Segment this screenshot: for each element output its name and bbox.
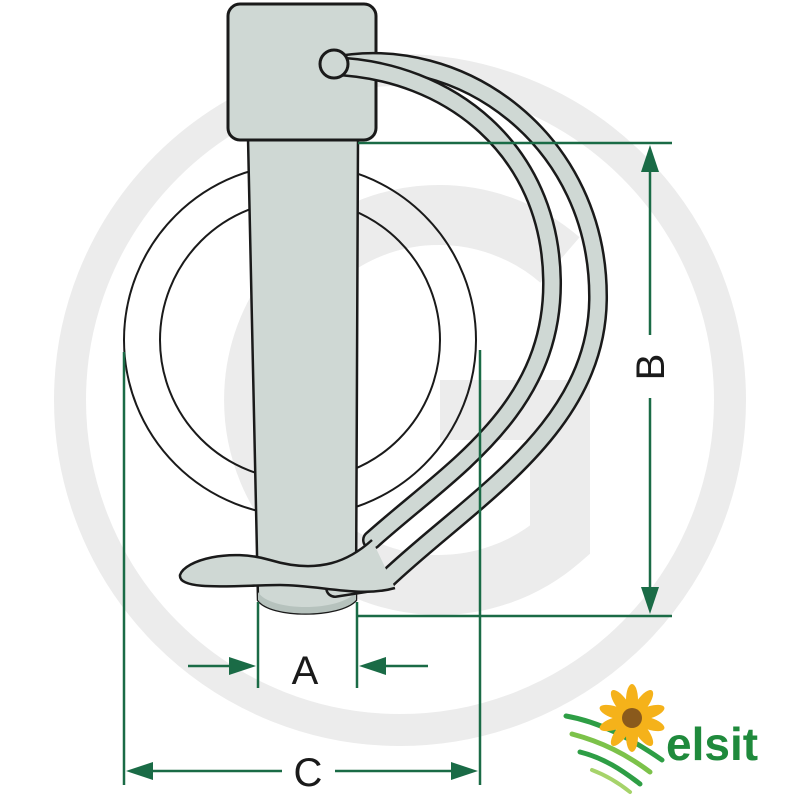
dimension-label-b: B bbox=[629, 354, 673, 381]
dimension-label-a: A bbox=[292, 649, 319, 693]
pin-tip-shading bbox=[258, 592, 356, 614]
sunflower-icon bbox=[599, 684, 665, 752]
circle-g-watermark-icon bbox=[54, 54, 746, 746]
spring-clip-curl bbox=[178, 539, 396, 594]
pin-shaft bbox=[246, 136, 360, 615]
brand-logo-text: elsit bbox=[666, 718, 758, 770]
dimension-arrowheads bbox=[126, 145, 659, 780]
dimension-label-c: C bbox=[294, 751, 323, 795]
spring-clip bbox=[318, 48, 609, 598]
brand-logo: elsit bbox=[563, 684, 758, 794]
